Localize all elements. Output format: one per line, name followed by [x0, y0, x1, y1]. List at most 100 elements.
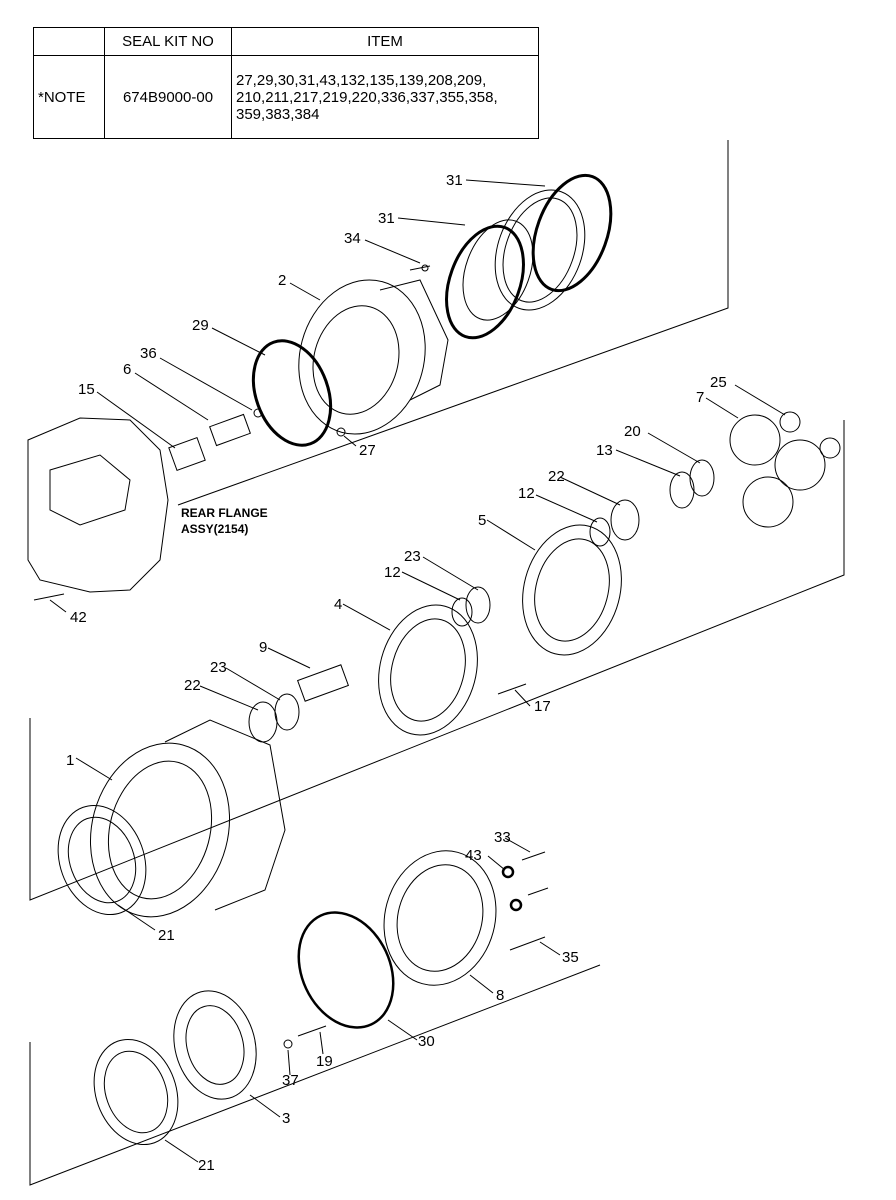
leader-line	[49, 599, 67, 613]
callout-label: 15	[78, 381, 95, 398]
callout-label: 25	[710, 374, 727, 391]
leader-line	[287, 1049, 291, 1076]
callout-label: 31	[446, 172, 463, 189]
shaft-6	[209, 413, 251, 447]
o-ring-29	[251, 339, 333, 447]
leader-line	[134, 372, 209, 421]
callout-label: 30	[418, 1033, 435, 1050]
rear-flange-label: REAR FLANGE	[181, 506, 268, 520]
callout-label: 1	[66, 752, 74, 769]
housing-1-inner	[107, 760, 213, 900]
gear-7-c	[742, 476, 794, 528]
leader-line	[225, 667, 281, 701]
carrier-5-inner	[534, 538, 610, 642]
callout-label: 6	[123, 361, 131, 378]
seal-ring-31-outer	[531, 173, 613, 293]
seal-ring-31-inner	[445, 224, 525, 340]
note-cell: *NOTE	[33, 55, 105, 139]
callout-label: 42	[70, 609, 87, 626]
carrier-5	[522, 524, 622, 656]
carrier-3-inner	[185, 1005, 245, 1085]
callout-label: 36	[140, 345, 157, 362]
callout-label: 35	[562, 949, 579, 966]
washer-37	[283, 1039, 293, 1049]
leader-line	[514, 689, 531, 707]
leader-line	[289, 282, 321, 301]
callout-label: 5	[478, 512, 486, 529]
ring-20	[689, 459, 715, 497]
gear-7-b	[774, 439, 826, 491]
ring-housing-inner	[502, 197, 578, 303]
rear-flange-label: ASSY(2154)	[181, 522, 248, 536]
bearing-21	[57, 804, 147, 916]
callout-label: 3	[282, 1110, 290, 1127]
callout-label: 22	[548, 468, 565, 485]
leader-line	[387, 1019, 418, 1041]
leader-line	[504, 837, 531, 853]
leader-line	[615, 449, 681, 477]
callout-label: 7	[696, 389, 704, 406]
leader-line	[535, 494, 598, 523]
housing-2-body	[379, 279, 449, 401]
leader-line	[465, 179, 546, 187]
item-line: 210,211,217,219,220,336,337,355,358,	[236, 88, 498, 106]
o-ring-30	[297, 911, 395, 1029]
callout-labels: 31 31 34 2 29 36 6 15 27 42 25 7 20 13 2…	[66, 172, 727, 1174]
callout-label: 4	[334, 596, 342, 613]
bearing-15	[168, 436, 206, 472]
leader-line	[401, 571, 461, 601]
table-row: *NOTE 674B9000-00 27,29,30,31,43,132,135…	[33, 55, 539, 139]
cover-8	[383, 850, 497, 986]
frame-top	[177, 140, 729, 506]
callout-label: 17	[534, 698, 551, 715]
carrier-4-inner	[390, 618, 466, 722]
ring-12	[589, 517, 611, 547]
callout-label: 22	[184, 677, 201, 694]
leader-line	[211, 327, 266, 356]
leader-line	[267, 647, 311, 669]
callout-label: 23	[210, 659, 227, 676]
callout-label: 2	[278, 272, 286, 289]
plug-43-a	[501, 865, 515, 879]
callout-label: 29	[192, 317, 209, 334]
bearing-21-inner	[67, 816, 137, 904]
callout-label: 31	[378, 210, 395, 227]
callout-label: 33	[494, 829, 511, 846]
ring-25	[779, 411, 801, 433]
ring-housing	[494, 189, 586, 311]
item-line: 27,29,30,31,43,132,135,139,208,209,	[236, 71, 487, 89]
carrier-4	[378, 604, 478, 736]
leader-line	[647, 432, 701, 464]
gear-7	[729, 414, 781, 466]
pin-34-shaft	[409, 265, 431, 271]
callout-label: 43	[465, 847, 482, 864]
callout-label: 13	[596, 442, 613, 459]
pin-34	[421, 264, 429, 272]
leader-line	[159, 357, 253, 411]
cover-8-inner	[396, 864, 484, 972]
leader-line	[96, 391, 176, 449]
callout-label: 21	[198, 1157, 215, 1174]
leader-line	[559, 476, 621, 506]
bearing-21-b-inner	[103, 1050, 169, 1134]
leader-line	[342, 603, 391, 631]
leader-line	[319, 1031, 324, 1055]
pin-17	[497, 683, 527, 695]
bolt-35	[509, 936, 546, 951]
callout-label: 19	[316, 1053, 333, 1070]
item-list-cell: 27,29,30,31,43,132,135,139,208,209, 210,…	[231, 55, 539, 139]
leader-line	[422, 556, 479, 591]
callout-label: 34	[344, 230, 361, 247]
ring-12-b	[451, 597, 473, 627]
bearing-21-b	[93, 1038, 179, 1146]
housing-1-body	[164, 719, 286, 911]
callout-label: 23	[404, 548, 421, 565]
callout-label: 37	[282, 1072, 299, 1089]
leader-line	[249, 1094, 281, 1118]
plug-33-a	[521, 851, 546, 861]
frame-bottom	[29, 964, 601, 1186]
ring-31-band	[462, 219, 534, 321]
ring-25-b	[819, 437, 841, 459]
housing-2-bore	[312, 305, 400, 415]
